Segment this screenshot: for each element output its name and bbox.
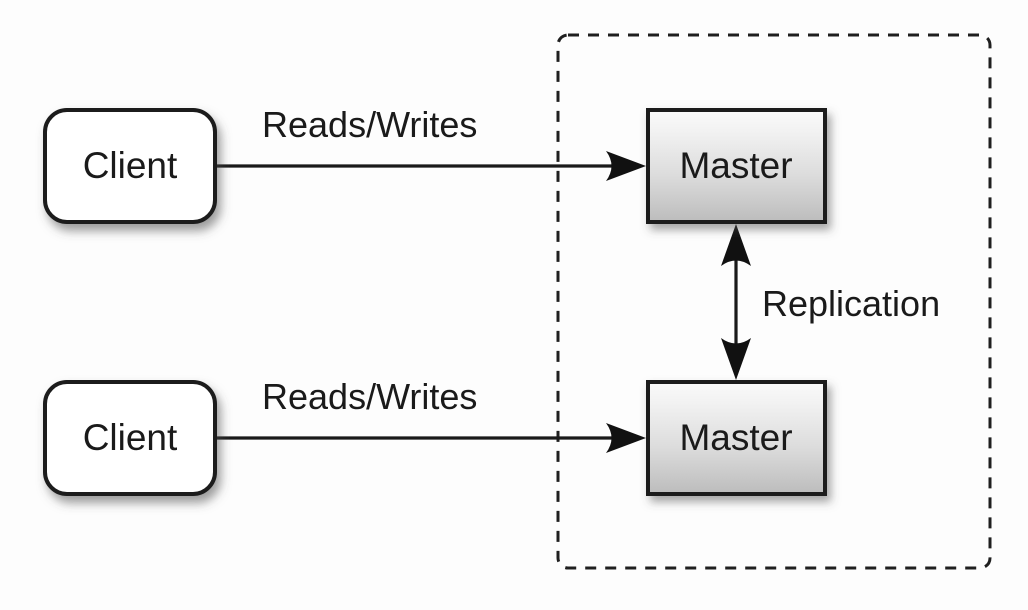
arrowhead-icon — [606, 423, 646, 453]
edge-reads-writes-bottom — [216, 423, 646, 453]
node-client-top-label: Client — [83, 145, 178, 186]
node-client-top-shape[interactable] — [43, 108, 217, 224]
node-master-bottom-shape[interactable] — [646, 380, 827, 496]
node-client-bottom[interactable]: Client — [43, 380, 217, 496]
edge-replication — [721, 224, 751, 380]
node-master-top-shape[interactable] — [646, 108, 827, 224]
edge-label-reads-writes-top: Reads/Writes — [262, 104, 477, 145]
arrowhead-down-icon — [721, 338, 751, 380]
arrowhead-up-icon — [721, 224, 751, 266]
node-master-top[interactable]: Master — [646, 108, 827, 224]
node-master-bottom-label: Master — [679, 417, 792, 458]
node-master-top-label: Master — [679, 145, 792, 186]
edge-reads-writes-top — [216, 151, 646, 181]
cluster-boundary-rect — [556, 33, 992, 570]
edge-label-reads-writes-bottom: Reads/Writes — [262, 376, 477, 417]
node-client-top[interactable]: Client — [43, 108, 217, 224]
edge-label-replication: Replication — [762, 283, 940, 324]
node-client-bottom-label: Client — [83, 417, 178, 458]
cluster-boundary — [556, 33, 992, 570]
arrowhead-icon — [606, 151, 646, 181]
node-client-bottom-shape[interactable] — [43, 380, 217, 496]
node-master-bottom[interactable]: Master — [646, 380, 827, 496]
